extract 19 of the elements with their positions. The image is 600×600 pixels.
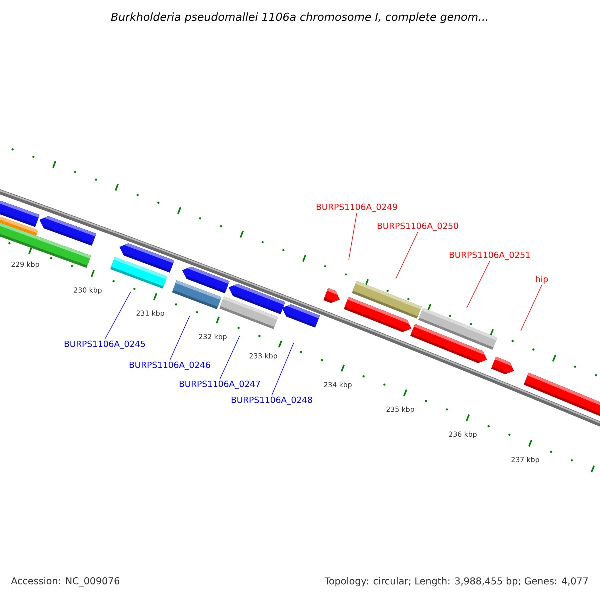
leader-line (170, 316, 190, 361)
gene-label: hip (536, 276, 548, 284)
leader-line (520, 285, 542, 332)
leader-line (104, 292, 132, 340)
accession-text: Accession: NC_009076 (11, 577, 120, 587)
gene-label: BURPS1106A_0250 (378, 222, 458, 232)
gene-label: BURPS1106A_0247 (180, 380, 260, 390)
leader-line (220, 336, 240, 380)
genome-info-text: Topology: circular; Length: 3,988,455 bp; Genes: 4,077 (324, 577, 588, 587)
gene-label: BURPS1106A_0248 (232, 396, 312, 406)
title: Burkholderia pseudomallei 1106a chromosome I, complete genom... (111, 12, 488, 24)
leader-line (466, 261, 490, 308)
leader-line (348, 213, 358, 260)
gene-label: BURPS1106A_0251 (450, 252, 530, 260)
gene-label: BURPS1106A_0245 (64, 340, 146, 350)
leader-line (396, 232, 418, 280)
gene-label: BURPS1106A_0249 (316, 204, 398, 212)
gene-label: BURPS1106A_0246 (130, 362, 210, 370)
leader-line (272, 342, 294, 396)
